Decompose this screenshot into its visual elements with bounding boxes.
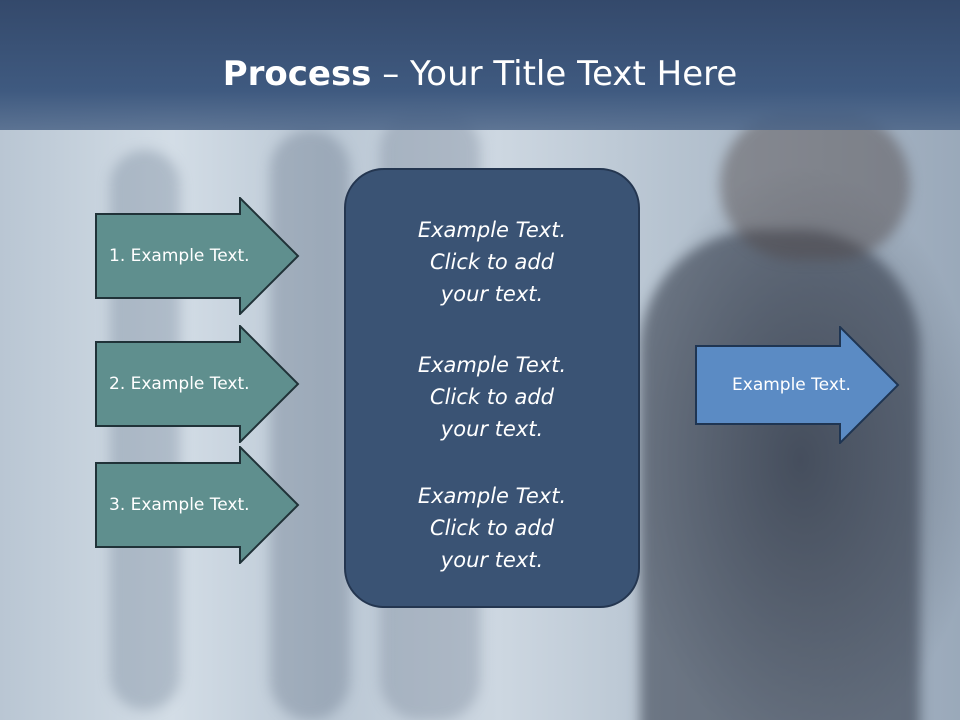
- background-person: [640, 230, 920, 720]
- arrow-step-3-label: 3. Example Text.: [109, 495, 250, 515]
- arrow-step-1-label: 1. Example Text.: [109, 246, 250, 266]
- arrow-shape: [695, 326, 900, 444]
- title-rest-text: – Your Title Text Here: [371, 54, 738, 94]
- arrow-step-3[interactable]: 3. Example Text.: [95, 446, 300, 564]
- arrow-shape: [95, 197, 300, 315]
- arrow-step-1[interactable]: 1. Example Text.: [95, 197, 300, 315]
- background-figure: [270, 130, 350, 720]
- slide-title[interactable]: Process – Your Title Text Here: [0, 52, 960, 96]
- arrow-step-2-label: 2. Example Text.: [109, 374, 250, 394]
- arrow-step-2[interactable]: 2. Example Text.: [95, 325, 300, 443]
- center-text-panel[interactable]: Example Text. Click to add your text. Ex…: [344, 168, 640, 608]
- panel-paragraph-2: Example Text. Click to add your text.: [417, 353, 567, 441]
- background-person-head: [720, 110, 910, 260]
- panel-paragraph-3: Example Text. Click to add your text.: [417, 484, 567, 572]
- arrow-shape: [95, 446, 300, 564]
- arrow-output-label: Example Text.: [732, 375, 851, 395]
- arrow-shape: [95, 325, 300, 443]
- arrow-output[interactable]: Example Text.: [695, 326, 900, 444]
- title-bar: [0, 0, 960, 130]
- title-bold-text: Process: [222, 54, 372, 94]
- panel-paragraph-1: Example Text. Click to add your text.: [417, 218, 567, 306]
